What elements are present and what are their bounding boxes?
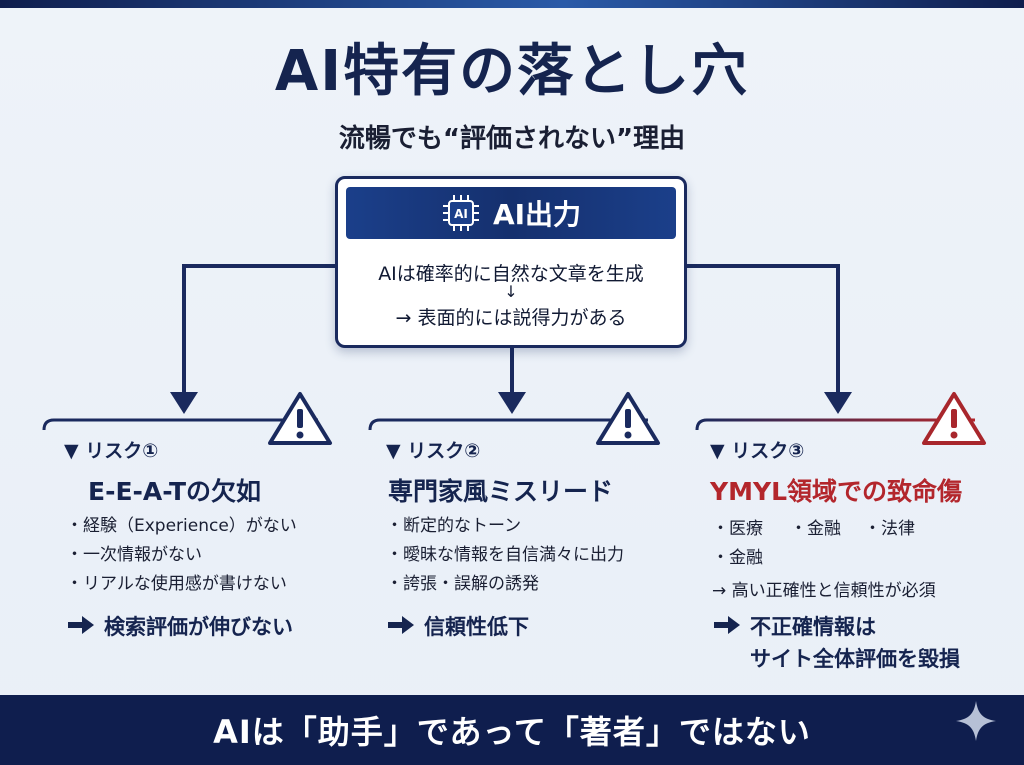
arrowhead-left [170,392,198,414]
ai-output-header: AI AI出力 [346,187,676,239]
risk-3-bullet-finance: ・金融 [790,519,841,539]
connector-left [182,264,335,392]
footer-banner: AIは「助手」であって「著者」ではない [0,695,1024,765]
top-accent-bar [0,0,1024,8]
warning-icon-red [922,392,986,445]
risk-1-bullets: ・経験（Experience）がない ・一次情報がない ・リアルな使用感が書けな… [66,512,297,599]
list-item: ・リアルな使用感が書けない [66,574,287,594]
panel-rule-2 [368,418,648,431]
risk-2-bullets: ・断定的なトーン ・曖昧な情報を自信満々に出力 ・誇張・誤解の誘発 [386,512,624,599]
list-item: ・断定的なトーン [386,516,522,536]
list-item: ・誇張・誤解の誘発 [386,574,539,594]
risk-2-label: ▼ リスク② [386,440,481,462]
risk-3-note: → 高い正確性と信頼性が必須 [712,581,936,601]
risk-2-conclusion: 信頼性低下 [386,611,529,643]
risk-2-title: 専門家風ミスリード [388,477,614,506]
ai-output-title: AI出力 [492,198,582,231]
risk-3-title: YMYL領域での致命傷 [710,477,963,506]
page-title: AI特有の落とし穴 [274,39,750,104]
page-subtitle: 流暢でも“評価されない”理由 [338,124,686,154]
footer-text: AIは「助手」であって「著者」ではない [213,713,811,751]
risk-1-conclusion-text: 検索評価が伸びない [104,615,293,639]
risk-1-conclusion: 検索評価が伸びない [66,611,293,643]
ai-output-down-arrow: ↓ [504,282,518,301]
risk-3-label: ▼ リスク③ [710,440,805,462]
panel-rule-1 [42,418,318,431]
warning-icon [268,392,332,445]
sparkle-icon [956,701,996,741]
warning-icon [596,392,660,445]
ai-output-line2: → 表面的には説得力がある [395,307,627,329]
list-item: ・曖昧な情報を自信満々に出力 [386,545,624,565]
risk-3-bullet-law: ・法律 [864,519,915,539]
right-arrow-icon [388,616,414,634]
ai-chip-icon: AI [442,195,479,231]
risk-1-title: E-E-A-Tの欠如 [88,477,262,506]
list-item: ・一次情報がない [66,545,202,565]
arrowhead-right [824,392,852,414]
list-item: ・経験（Experience）がない [66,516,297,536]
risk-3-conclusion-text: 不正確情報は サイト全体評価を毀損 [750,615,960,671]
risk-3-conclusion: 不正確情報は サイト全体評価を毀損 [712,611,960,675]
risk-3-bullet-finance-2: ・金融 [712,548,763,568]
ai-output-box: AI AI出力 AIは確率的に自然な文章を生成 ↓ → 表面的には説得力がある [335,176,687,348]
risk-1-label: ▼ リスク① [64,440,159,462]
arrowhead-center [498,392,526,414]
chip-label: AI [454,207,468,221]
ai-output-line1: AIは確率的に自然な文章を生成 [378,263,644,285]
connector-right [687,264,840,392]
panel-rule-3 [695,418,975,431]
risk-3-bullet-medical: ・医療 [712,519,763,539]
risk-2-conclusion-text: 信頼性低下 [424,615,529,639]
right-arrow-icon [68,616,94,634]
right-arrow-icon [714,616,740,634]
